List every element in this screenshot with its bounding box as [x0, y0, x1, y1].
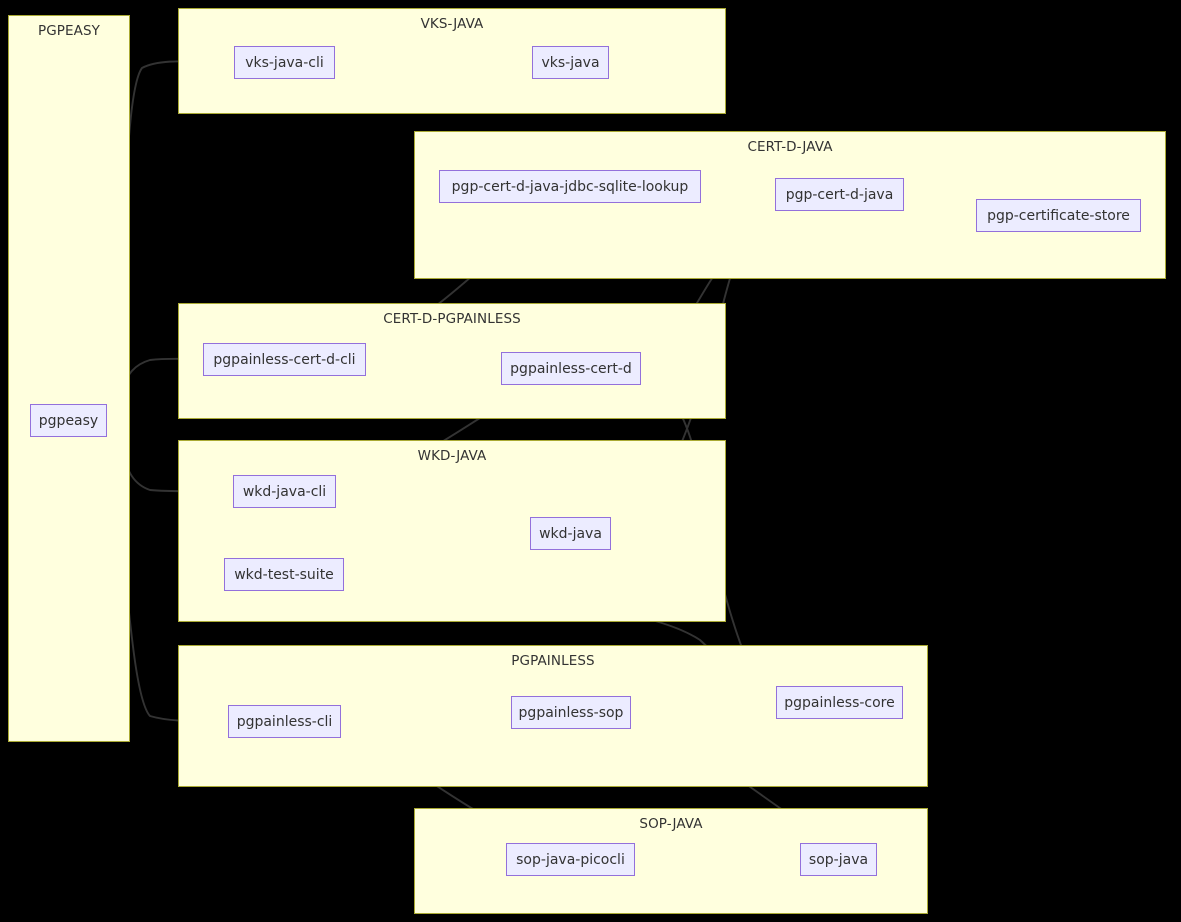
cluster-label-cert-d-java: CERT-D-JAVA [747, 139, 833, 155]
cluster-label-sop-java: SOP-JAVA [639, 816, 703, 832]
node-pgpainless-core[interactable]: pgpainless-core [776, 686, 903, 719]
cluster-label-vks-java: VKS-JAVA [420, 16, 484, 32]
node-label-sop-java: sop-java [808, 851, 869, 868]
cluster-label-cert-d-pgpainless: CERT-D-PGPAINLESS [383, 311, 521, 327]
node-label-pgp-cert-d-java-jdbc-sqlite-lookup: pgp-cert-d-java-jdbc-sqlite-lookup [451, 178, 689, 195]
node-label-vks-java-cli: vks-java-cli [245, 54, 324, 71]
node-pgp-cert-d-java[interactable]: pgp-cert-d-java [775, 178, 904, 211]
node-label-sop-java-picocli: sop-java-picocli [516, 851, 625, 868]
cluster-label-wkd-java: WKD-JAVA [417, 448, 487, 464]
node-vks-java[interactable]: vks-java [532, 46, 609, 79]
node-pgp-certificate-store[interactable]: pgp-certificate-store [976, 199, 1141, 232]
cluster-label-pgpainless: PGPAINLESS [511, 653, 595, 669]
node-vks-java-cli[interactable]: vks-java-cli [234, 46, 335, 79]
node-pgp-cert-d-java-jdbc-sqlite-lookup[interactable]: pgp-cert-d-java-jdbc-sqlite-lookup [439, 170, 701, 203]
node-sop-java[interactable]: sop-java [800, 843, 877, 876]
node-pgpainless-cert-d-cli[interactable]: pgpainless-cert-d-cli [203, 343, 366, 376]
node-label-pgpainless-core: pgpainless-core [784, 694, 895, 711]
node-label-pgpainless-cert-d-cli: pgpainless-cert-d-cli [213, 351, 356, 368]
node-label-wkd-java: wkd-java [539, 525, 602, 542]
node-label-pgpainless-sop: pgpainless-sop [518, 704, 624, 721]
node-pgpainless-cli[interactable]: pgpainless-cli [228, 705, 341, 738]
node-label-wkd-java-cli: wkd-java-cli [242, 483, 327, 500]
cluster-label-pgpeasy: PGPEASY [37, 23, 101, 39]
node-pgpeasy[interactable]: pgpeasy [30, 404, 107, 437]
node-label-wkd-test-suite: wkd-test-suite [234, 566, 334, 583]
node-label-vks-java: vks-java [541, 54, 600, 71]
node-sop-java-picocli[interactable]: sop-java-picocli [506, 843, 635, 876]
cluster-wkd-java: WKD-JAVA [178, 440, 726, 622]
node-label-pgpainless-cli: pgpainless-cli [236, 713, 333, 730]
node-pgpainless-sop[interactable]: pgpainless-sop [511, 696, 631, 729]
node-label-pgpeasy: pgpeasy [38, 412, 99, 429]
node-wkd-java-cli[interactable]: wkd-java-cli [233, 475, 336, 508]
node-label-pgp-certificate-store: pgp-certificate-store [987, 207, 1130, 224]
node-label-pgpainless-cert-d: pgpainless-cert-d [510, 360, 632, 377]
node-wkd-java[interactable]: wkd-java [530, 517, 611, 550]
cluster-pgpeasy: PGPEASY [8, 15, 130, 742]
node-label-pgp-cert-d-java: pgp-cert-d-java [785, 186, 894, 203]
node-wkd-test-suite[interactable]: wkd-test-suite [224, 558, 344, 591]
node-pgpainless-cert-d[interactable]: pgpainless-cert-d [501, 352, 641, 385]
